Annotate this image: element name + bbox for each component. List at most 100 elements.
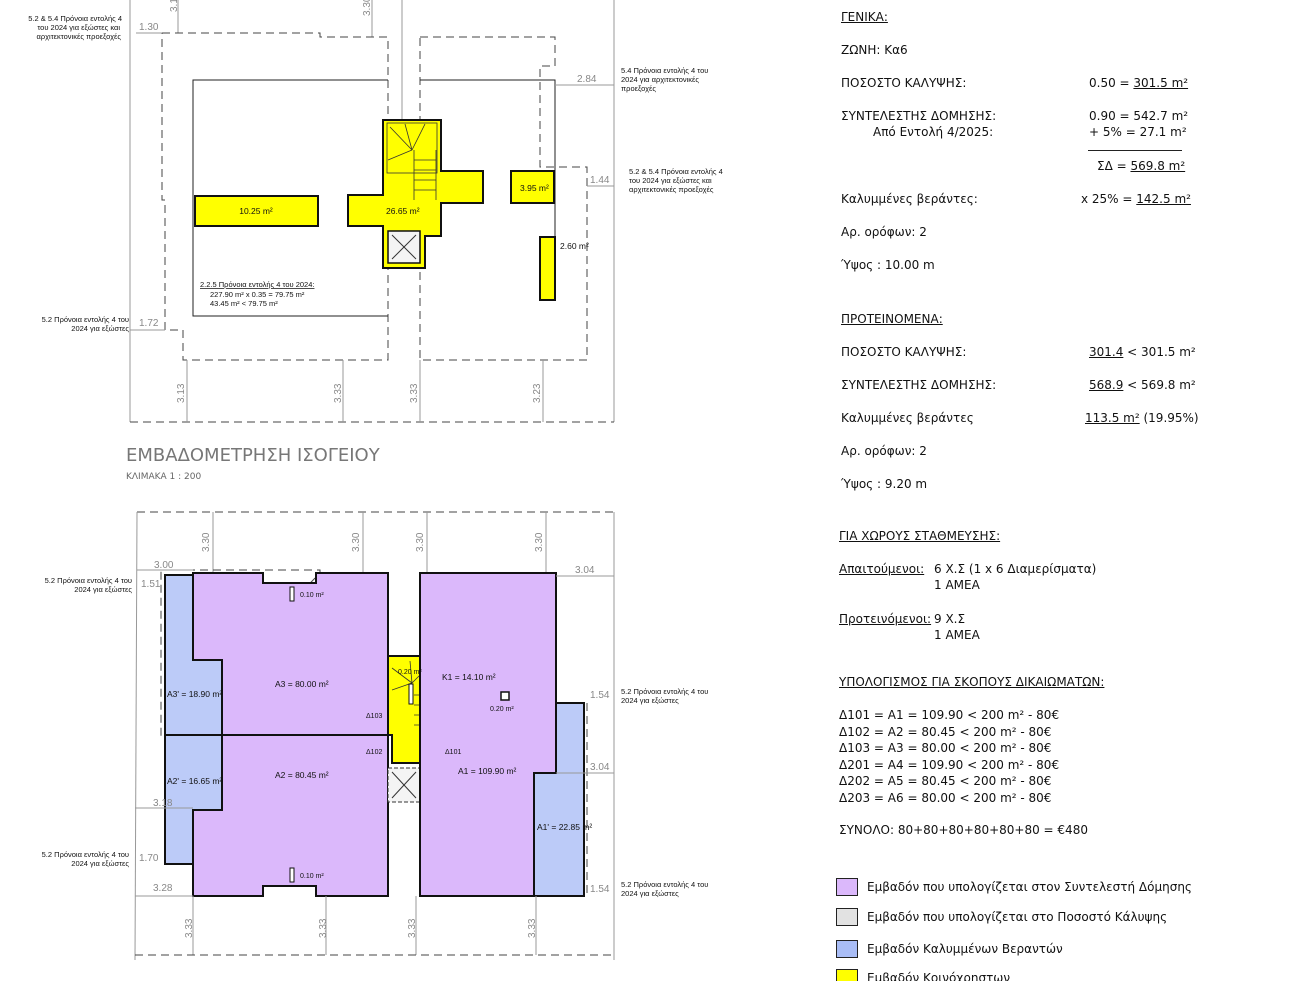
area-label: 2.60 m²	[560, 241, 589, 251]
svg-text:2024 για αρχιτεκτονικές: 2024 για αρχιτεκτονικές	[621, 75, 699, 84]
svg-text:5.2 Πρόνοια εντολής 4 του: 5.2 Πρόνοια εντολής 4 του	[45, 576, 132, 585]
dimension: 3.30	[362, 0, 373, 16]
legend-swatch-purple	[836, 878, 858, 896]
coverage-label: ΠΟΣΟΣΤΟ ΚΑΛΥΨΗΣ:	[841, 345, 967, 359]
sum-divider	[1088, 150, 1182, 151]
dimension: 3.33	[184, 918, 195, 938]
dimension: 1.54	[590, 884, 610, 895]
dimension: 2.84	[577, 74, 597, 85]
legend-label: Εμβαδόν που υπολογίζεται στον Συντελεστή…	[867, 880, 1192, 894]
svg-text:2024 για εξώστες: 2024 για εξώστες	[71, 859, 129, 868]
dimension: 3.33	[318, 918, 329, 938]
coverage-value: 0.50 = 301.5 m²	[1089, 76, 1189, 90]
svg-text:5.2 Πρόνοια εντολής 4 του: 5.2 Πρόνοια εντολής 4 του	[42, 850, 129, 859]
proposed-line: 1 ΑΜΕΑ	[934, 628, 980, 642]
coverage-value: 301.4 < 301.5 m²	[1089, 345, 1196, 359]
fee-row: Δ103 = Α3 = 80.00 < 200 m² - 80€	[839, 741, 1052, 755]
density-label: ΣΥΝΤΕΛΕΣΤΗΣ ΔΟΜΗΣΗΣ:	[841, 109, 997, 123]
dimension: 3.13	[176, 383, 187, 403]
verandas-value: x 25% = 142.5 m²	[1081, 192, 1191, 206]
coverage-label: ΠΟΣΟΣΤΟ ΚΑΛΥΨΗΣ:	[841, 76, 967, 90]
dimension: 3.30	[534, 532, 545, 552]
svg-text:του 2024 για εξώστες και: του 2024 για εξώστες και	[629, 176, 712, 185]
dimension: 3.28	[153, 883, 173, 894]
plan-title: ΕΜΒΑΔΟΜΕΤΡΗΣΗ ΙΣΟΓΕΙΟΥ	[126, 445, 381, 466]
area-label: 26.65 m²	[386, 206, 420, 216]
area-label: A1 = 109.90 m²	[458, 766, 517, 776]
dimension: 1.54	[590, 690, 610, 701]
area-label: A3 = 80.00 m²	[275, 679, 329, 689]
svg-text:5.2 & 5.4 Πρόνοια εντολής 4: 5.2 & 5.4 Πρόνοια εντολής 4	[28, 14, 122, 23]
plan-scale: ΚΛΙΜΑΚΑ 1 : 200	[126, 472, 201, 482]
proposed-label: Προτεινόμενοι:	[839, 612, 932, 626]
note: 5.2 Πρόνοια εντολής 4 του 2024 για εξώστ…	[42, 576, 709, 898]
zone: ΖΩΝΗ: Κα6	[841, 43, 908, 57]
density-value: 568.9 < 569.8 m²	[1089, 378, 1196, 392]
dimension: 1.44	[590, 175, 610, 186]
fee-row: Δ202 = Α5 = 80.45 < 200 m² - 80€	[839, 774, 1052, 788]
svg-text:2024 για εξώστες: 2024 για εξώστες	[621, 696, 679, 705]
legend-swatch-blue	[836, 940, 858, 958]
legend-label: Εμβαδόν Καλυμμένων Βεραντών	[867, 942, 1063, 956]
required-line: 6 Χ.Σ (1 x 6 Διαμερίσματα)	[934, 562, 1097, 576]
sum-value: ΣΔ = 569.8 m²	[1097, 159, 1186, 173]
fee-row: Δ101 = Α1 = 109.90 < 200 m² - 80€	[839, 708, 1060, 722]
unit-label: Δ102	[366, 749, 382, 756]
dimension: 3.04	[590, 762, 610, 773]
fee-total: ΣΥΝΟΛΟ: 80+80+80+80+80+80 = €480	[839, 823, 1088, 837]
verandas-label: Καλυμμένες βεράντες	[841, 411, 974, 425]
calc-line: 227.90 m² x 0.35 = 79.75 m²	[210, 290, 305, 299]
dimension: 3.1	[169, 0, 180, 12]
svg-text:2024 για εξώστες: 2024 για εξώστες	[71, 324, 129, 333]
legend-label: Εμβαδόν που υπολογίζεται στο Ποσοστό Κάλ…	[867, 910, 1168, 924]
dimension: 3.33	[333, 383, 344, 403]
required-line: 1 ΑΜΕΑ	[934, 578, 980, 592]
density-value: 0.90 = 542.7 m²	[1089, 109, 1189, 123]
fee-row: Δ203 = Α6 = 80.00 < 200 m² - 80€	[839, 790, 1052, 805]
dimension: 3.30	[201, 532, 212, 552]
area-label: A3' = 18.90 m²	[167, 689, 222, 699]
dimension: 3.30	[415, 532, 426, 552]
height: Ύψος : 10.00 m	[841, 258, 935, 272]
section-heading: ΥΠΟΛΟΓΙΣΜΟΣ ΓΙΑ ΣΚΟΠΟΥΣ ΔΙΚΑΙΩΜΑΤΩΝ:	[839, 675, 1105, 689]
floors: Αρ. ορόφων: 2	[841, 225, 927, 239]
dimension: 3.33	[527, 918, 538, 938]
area-label: A2' = 16.65 m²	[167, 776, 222, 786]
area-label: A2 = 80.45 m²	[275, 770, 329, 780]
svg-text:αρχιτεκτονικές προεξοχές: αρχιτεκτονικές προεξοχές	[37, 32, 122, 41]
svg-text:5.2 Πρόνοια εντολής 4 του: 5.2 Πρόνοια εντολής 4 του	[42, 315, 129, 324]
dimension: 3.33	[409, 383, 420, 403]
fee-row: Δ201 = Α4 = 109.90 < 200 m² - 80€	[839, 757, 1060, 772]
legend-swatch-gray	[836, 908, 858, 926]
svg-text:2024 για εξώστες: 2024 για εξώστες	[74, 585, 132, 594]
ground-floor-plan: 10.25 m² 26.65 m² 3.95 m² 2.60 m² 2.2.5 …	[28, 0, 723, 482]
verandas-label: Καλυμμένες βεράντες:	[841, 192, 978, 206]
unit-label: Δ103	[366, 713, 382, 720]
floor-plans: 10.25 m² 26.65 m² 3.95 m² 2.60 m² 2.2.5 …	[28, 0, 723, 961]
svg-text:αρχιτεκτονικές προεξοχές: αρχιτεκτονικές προεξοχές	[629, 185, 714, 194]
required-label: Απαιτούμενοι:	[839, 562, 925, 576]
area-label: 0.20 m²	[398, 669, 422, 676]
proposed-line: 9 Χ.Σ	[934, 612, 966, 626]
area-label: A1' = 22.85 m²	[537, 822, 592, 832]
dimension: 3.04	[575, 565, 595, 576]
calc-heading: 2.2.5 Πρόνοια εντολής 4 του 2024:	[200, 280, 314, 289]
svg-text:του 2024 για εξώστες και: του 2024 για εξώστες και	[37, 23, 120, 32]
height: Ύψος : 9.20 m	[841, 477, 928, 491]
svg-text:προεξοχές: προεξοχές	[621, 84, 656, 93]
area-label: 3.95 m²	[520, 183, 549, 193]
dimension: 3.00	[154, 560, 174, 571]
dimension: 3.23	[532, 383, 543, 403]
area-label: 0.10 m²	[300, 873, 324, 880]
density-label: ΣΥΝΤΕΛΕΣΤΗΣ ΔΟΜΗΣΗΣ:	[841, 378, 997, 392]
legend-swatch-yellow	[836, 969, 858, 981]
area-label: K1 = 14.10 m²	[442, 672, 496, 682]
section-heading: ΓΕΝΙΚΑ:	[841, 10, 888, 24]
note: 5.2 & 5.4 Πρόνοια εντολής 4 του 2024 για…	[28, 14, 723, 333]
bonus-value: + 5% = 27.1 m²	[1089, 125, 1187, 139]
svg-text:5.2 Πρόνοια εντολής 4 του: 5.2 Πρόνοια εντολής 4 του	[621, 687, 708, 696]
legend-label: Εμβαδόν Κοινόχρηστων	[867, 971, 1011, 981]
floors: Αρ. ορόφων: 2	[841, 444, 927, 458]
area-label: 10.25 m²	[239, 206, 273, 216]
